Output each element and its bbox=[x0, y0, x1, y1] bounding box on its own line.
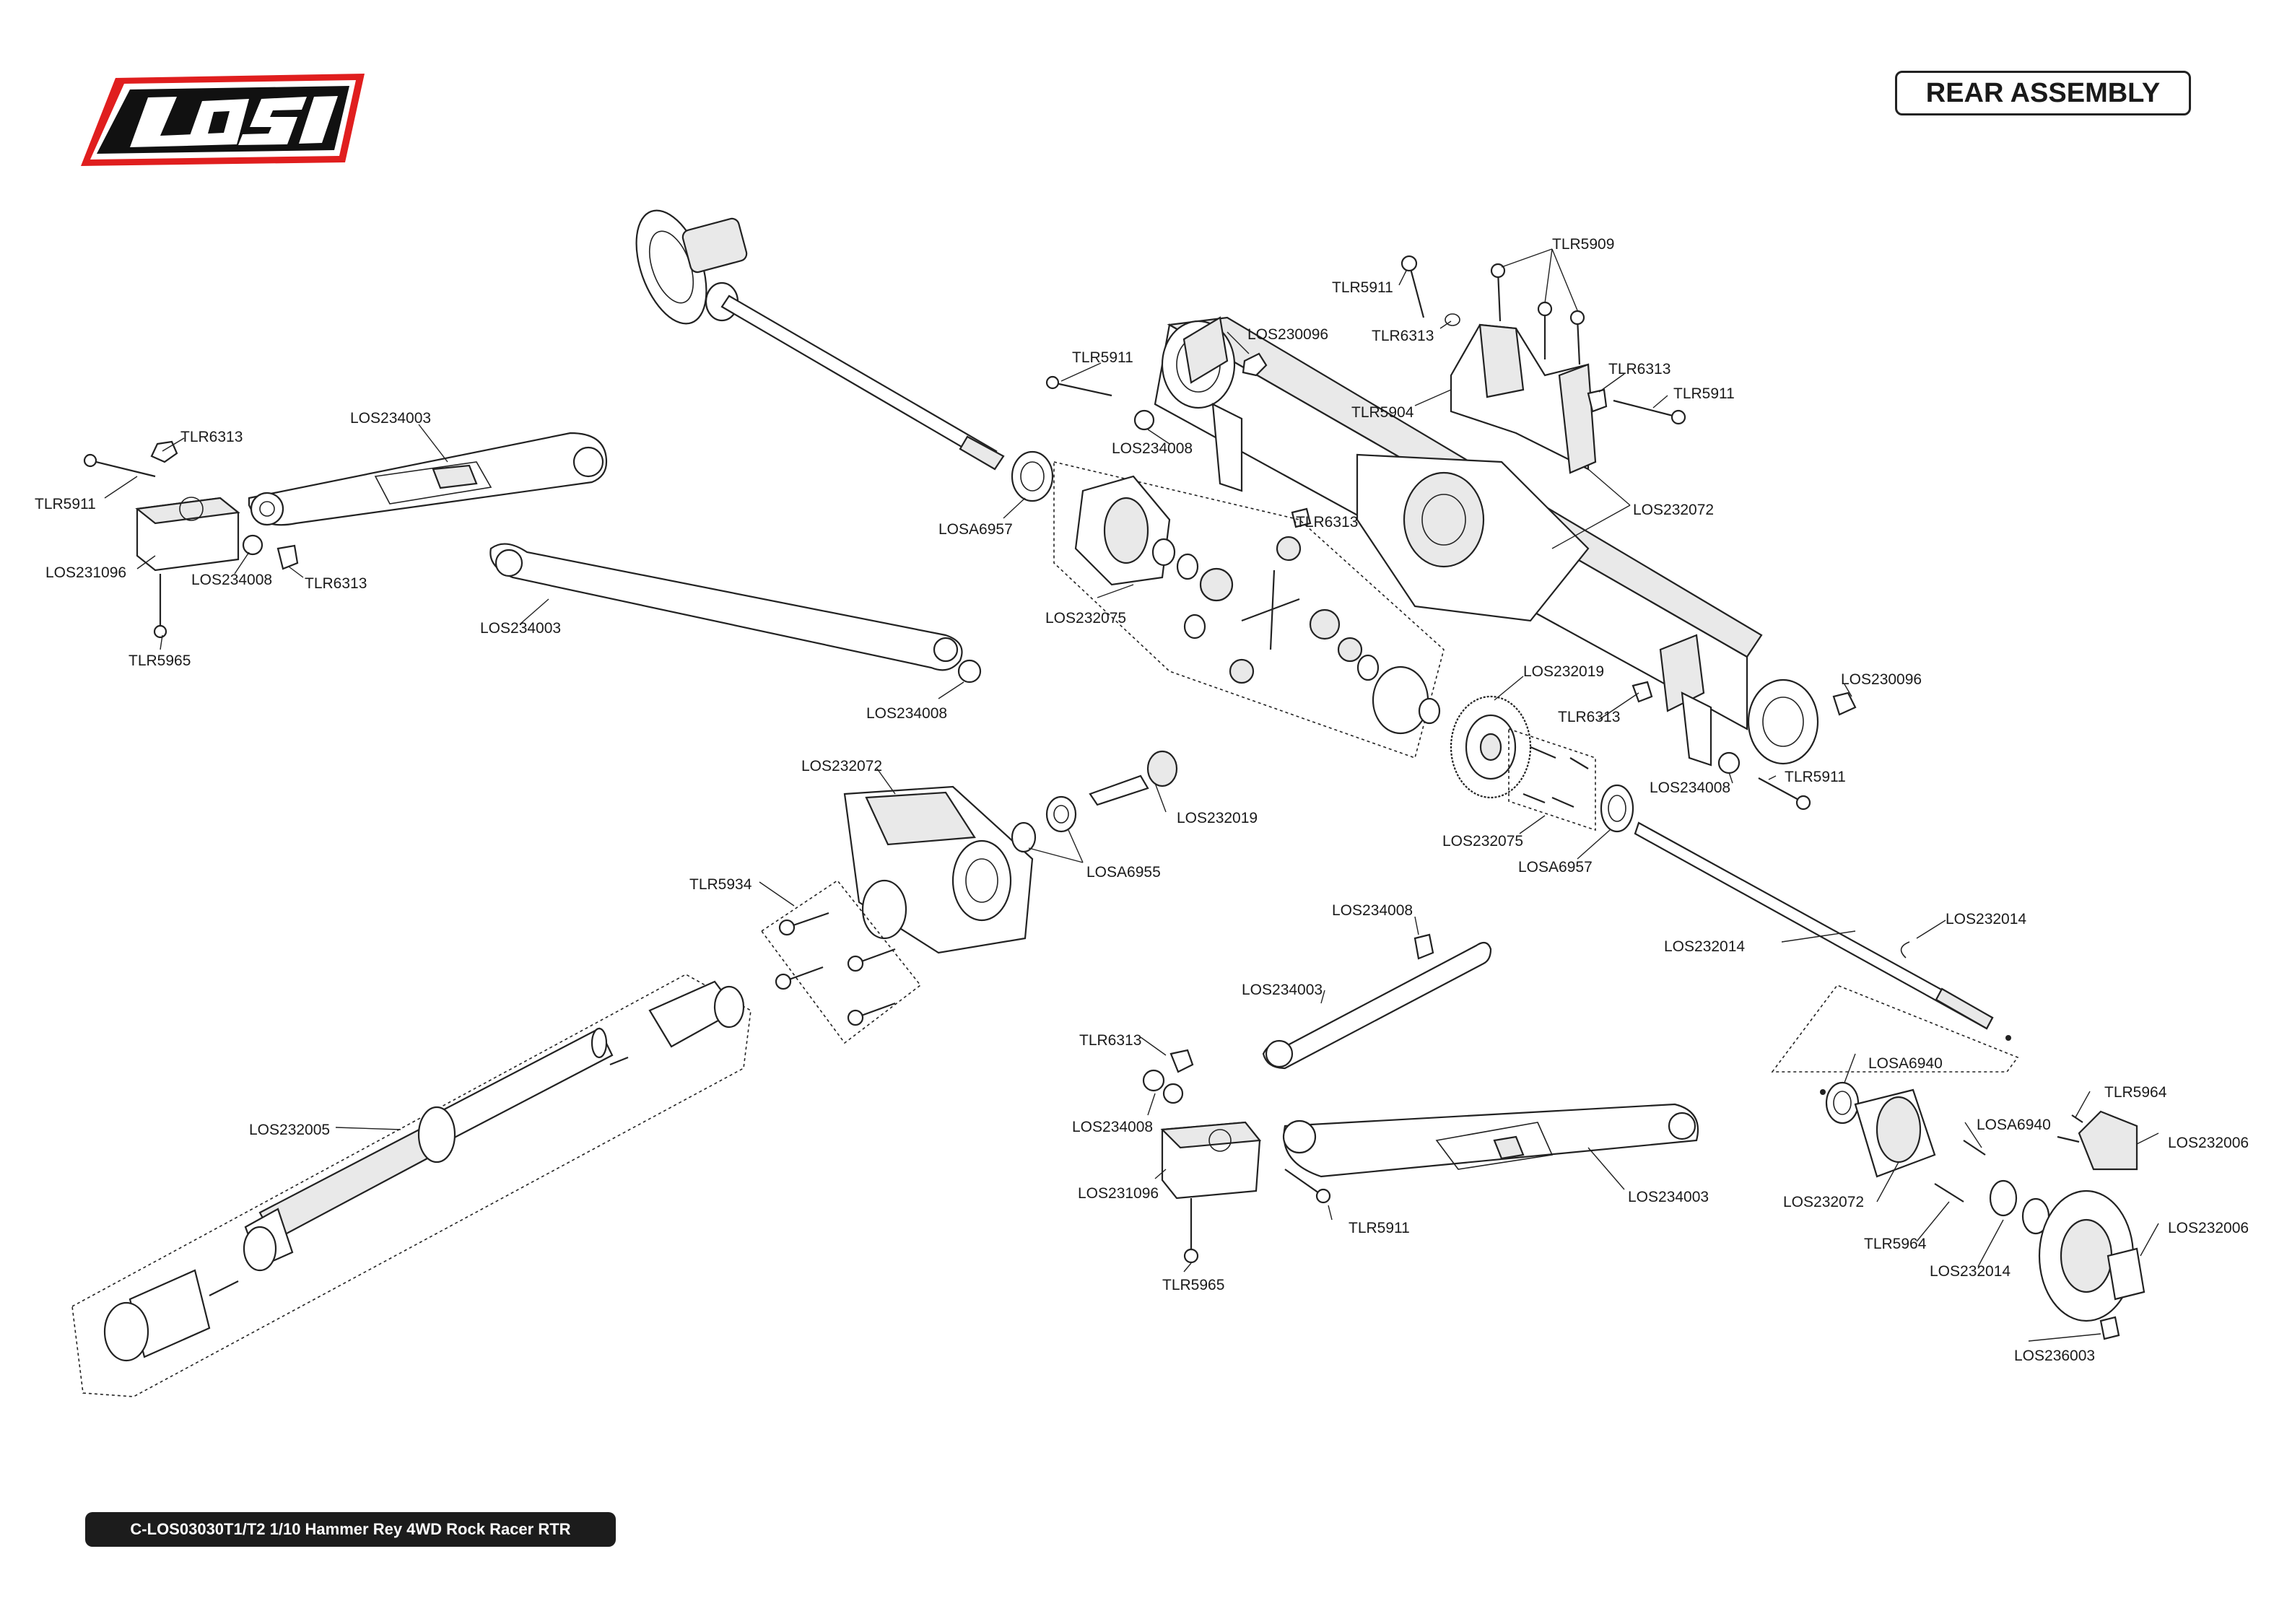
left-lower-link bbox=[489, 543, 963, 671]
ring-gear-screws bbox=[1508, 681, 1653, 833]
callout-los232014: LOS232014 bbox=[1946, 911, 2026, 927]
callout-los234003: LOS234003 bbox=[1242, 982, 1323, 998]
callout-los234008: LOS234008 bbox=[1072, 1119, 1153, 1135]
callout-los232075: LOS232075 bbox=[1045, 610, 1126, 627]
callout-los230096: LOS230096 bbox=[1841, 671, 1922, 688]
pinion-screws-group bbox=[760, 879, 922, 1044]
callout-tlr5904: TLR5904 bbox=[1351, 404, 1414, 421]
callout-los232019: LOS232019 bbox=[1523, 663, 1604, 680]
lower-rod-end-block bbox=[1160, 1121, 1262, 1200]
footer-model-label: C-LOS03030T1/T2 1/10 Hammer Rey 4WD Rock… bbox=[85, 1512, 616, 1547]
callout-tlr5965: TLR5965 bbox=[128, 652, 191, 669]
callout-los232006: LOS232006 bbox=[2168, 1135, 2249, 1151]
callout-tlr5909: TLR5909 bbox=[1552, 236, 1614, 253]
callout-labels: TLR6313 LOS234003 TLR5911 LOS231096 LOS2… bbox=[35, 236, 2249, 1364]
callout-los232072: LOS232072 bbox=[1783, 1194, 1864, 1210]
callout-los234008: LOS234008 bbox=[1112, 440, 1193, 457]
callout-tlr6313: TLR6313 bbox=[1296, 514, 1358, 531]
callout-losa6940: LOSA6940 bbox=[1977, 1117, 2051, 1133]
callout-los234008: LOS234008 bbox=[866, 705, 947, 722]
differential-group bbox=[1011, 450, 1445, 759]
right-rear-axle-shaft bbox=[1634, 821, 2011, 1041]
callout-los232072: LOS232072 bbox=[1633, 502, 1714, 518]
callout-tlr5911: TLR5911 bbox=[1349, 1220, 1410, 1236]
lower-upper-arm bbox=[1282, 1103, 1699, 1178]
lower-link-arm bbox=[1262, 933, 1492, 1070]
callout-los234008: LOS234008 bbox=[1650, 780, 1730, 796]
callout-tlr6313: TLR6313 bbox=[1079, 1032, 1141, 1049]
callout-tlr5934: TLR5934 bbox=[689, 876, 752, 893]
right-axle-hardware bbox=[1717, 691, 1857, 811]
callout-los236003: LOS236003 bbox=[2014, 1348, 2095, 1364]
callout-tlr6313: TLR6313 bbox=[180, 429, 243, 445]
callout-tlr5964: TLR5964 bbox=[2104, 1084, 2167, 1101]
callout-tlr6313: TLR6313 bbox=[1608, 361, 1670, 377]
callout-los230096: LOS230096 bbox=[1247, 326, 1328, 343]
left-rod-end-block bbox=[135, 497, 240, 572]
ring-gear bbox=[1450, 695, 1532, 799]
callout-los232072: LOS232072 bbox=[801, 758, 882, 774]
callout-tlr6313: TLR6313 bbox=[1558, 709, 1620, 725]
callout-los232014: LOS232014 bbox=[1930, 1263, 2011, 1280]
callout-los231096: LOS231096 bbox=[45, 564, 126, 581]
callout-tlr5911: TLR5911 bbox=[1673, 385, 1735, 402]
callout-losa6955: LOSA6955 bbox=[1086, 864, 1161, 881]
callout-tlr5965: TLR5965 bbox=[1162, 1277, 1224, 1293]
callout-tlr5911: TLR5911 bbox=[1332, 279, 1393, 296]
losi-logo bbox=[81, 74, 365, 166]
left-brake-rotor bbox=[635, 209, 748, 325]
callout-tlr6313: TLR6313 bbox=[1372, 328, 1434, 344]
callout-losa6940: LOSA6940 bbox=[1868, 1055, 1943, 1072]
callout-tlr5964: TLR5964 bbox=[1864, 1236, 1927, 1252]
callout-tlr5911: TLR5911 bbox=[1072, 349, 1133, 366]
callout-los231096: LOS231096 bbox=[1078, 1185, 1159, 1202]
callout-tlr5911: TLR5911 bbox=[35, 496, 96, 512]
callout-los234008: LOS234008 bbox=[1332, 902, 1413, 919]
leader-lines bbox=[104, 248, 2159, 1342]
callout-los232006: LOS232006 bbox=[2168, 1220, 2249, 1236]
upper-link-mount bbox=[1450, 323, 1597, 474]
callout-los234003: LOS234003 bbox=[480, 620, 561, 637]
pinion-bearings bbox=[1011, 750, 1178, 853]
callout-los232075: LOS232075 bbox=[1442, 833, 1523, 850]
rear-axle-housing bbox=[1154, 316, 1819, 767]
callout-los234003: LOS234003 bbox=[350, 410, 431, 427]
callout-losa6957: LOSA6957 bbox=[1518, 859, 1593, 876]
center-driveshaft bbox=[71, 974, 752, 1397]
left-rear-axle-shaft bbox=[720, 294, 1005, 471]
callout-los232005: LOS232005 bbox=[249, 1122, 330, 1138]
left-screws-nuts bbox=[83, 440, 982, 684]
callout-tlr6313: TLR6313 bbox=[305, 575, 367, 592]
section-title: REAR ASSEMBLY bbox=[1895, 71, 2191, 115]
callout-tlr5911: TLR5911 bbox=[1785, 769, 1846, 785]
callout-los232019: LOS232019 bbox=[1177, 810, 1258, 826]
callout-los234003: LOS234003 bbox=[1628, 1189, 1709, 1205]
callout-losa6957: LOSA6957 bbox=[938, 521, 1013, 538]
callout-los232014: LOS232014 bbox=[1664, 938, 1745, 955]
left-upper-link-arm bbox=[248, 432, 608, 526]
callout-los234008: LOS234008 bbox=[191, 572, 272, 588]
hub-assembly bbox=[1771, 985, 2146, 1340]
pinion-case bbox=[843, 785, 1034, 954]
lower-screws-nuts bbox=[1142, 1049, 1331, 1264]
